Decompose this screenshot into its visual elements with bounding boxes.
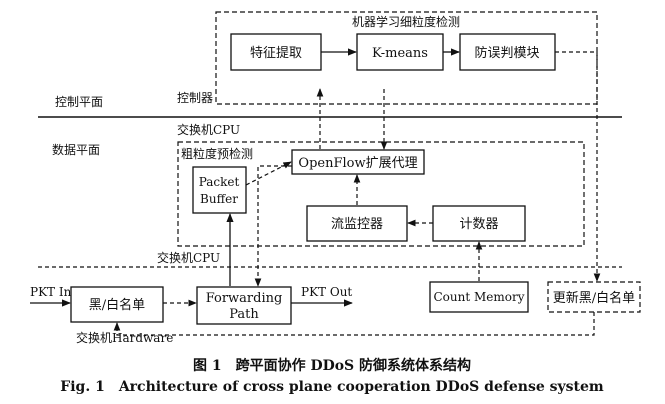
packet-buffer-label-1: Packet [199,175,240,189]
count-memory-label: Count Memory [433,290,524,304]
forwarding-path-node: Forwarding Path [196,286,292,325]
flow-monitor-label: 流监控器 [331,217,383,232]
bw-list-node: 黑/白名单 [70,286,164,323]
kmeans-node: K-means [356,33,444,71]
update-list-node: 更新黑/白名单 [547,281,641,313]
feature-extraction-label: 特征提取 [250,45,302,61]
packet-buffer-label-2: Buffer [200,192,238,206]
flow-monitor-node: 流监控器 [306,205,408,242]
controller-label: 控制器 [177,91,213,105]
switch-hardware-label: 交换机Hardware [76,330,173,345]
openflow-to-forwarding-path [254,165,292,287]
pkt-out-label: PKT Out [301,285,352,299]
anti-misjudge-node: 防误判模块 [459,33,556,71]
ml-detection-label: 机器学习细粒度检测 [352,14,460,29]
counter-label: 计数器 [459,217,498,232]
pkt-in-label: PKT In [30,285,72,299]
update-to-bwlist-path [113,312,595,336]
openflow-proxy-label: OpenFlow扩展代理 [298,156,417,171]
anti-misjudge-label: 防误判模块 [474,45,539,61]
caption-cn: 图 1 跨平面协作 DDoS 防御系统体系结构 [193,357,471,374]
caption-en: Fig. 1 Architecture of cross plane coope… [60,379,604,395]
forwarding-label-1: Forwarding [206,291,283,306]
switch-cpu-top-label: 交换机CPU [177,122,240,137]
packet-buffer-node: Packet Buffer [192,166,247,214]
antimisjudge-to-update-path [555,51,601,282]
kmeans-label: K-means [372,46,428,61]
feature-extraction-node: 特征提取 [230,33,322,71]
count-memory-node: Count Memory [429,281,529,313]
ml-detection-region [215,11,598,105]
switch-cpu-bottom-label: 交换机CPU [157,250,220,265]
control-plane-label: 控制平面 [55,95,103,109]
coarse-detection-label: 粗粒度预检测 [181,146,253,161]
counter-node: 计数器 [432,205,526,242]
forwarding-label-2: Path [229,307,259,322]
update-list-label: 更新黑/白名单 [553,290,635,306]
bw-list-label: 黑/白名单 [89,297,145,313]
openflow-proxy-node: OpenFlow扩展代理 [291,149,425,175]
data-plane-label: 数据平面 [52,142,100,157]
